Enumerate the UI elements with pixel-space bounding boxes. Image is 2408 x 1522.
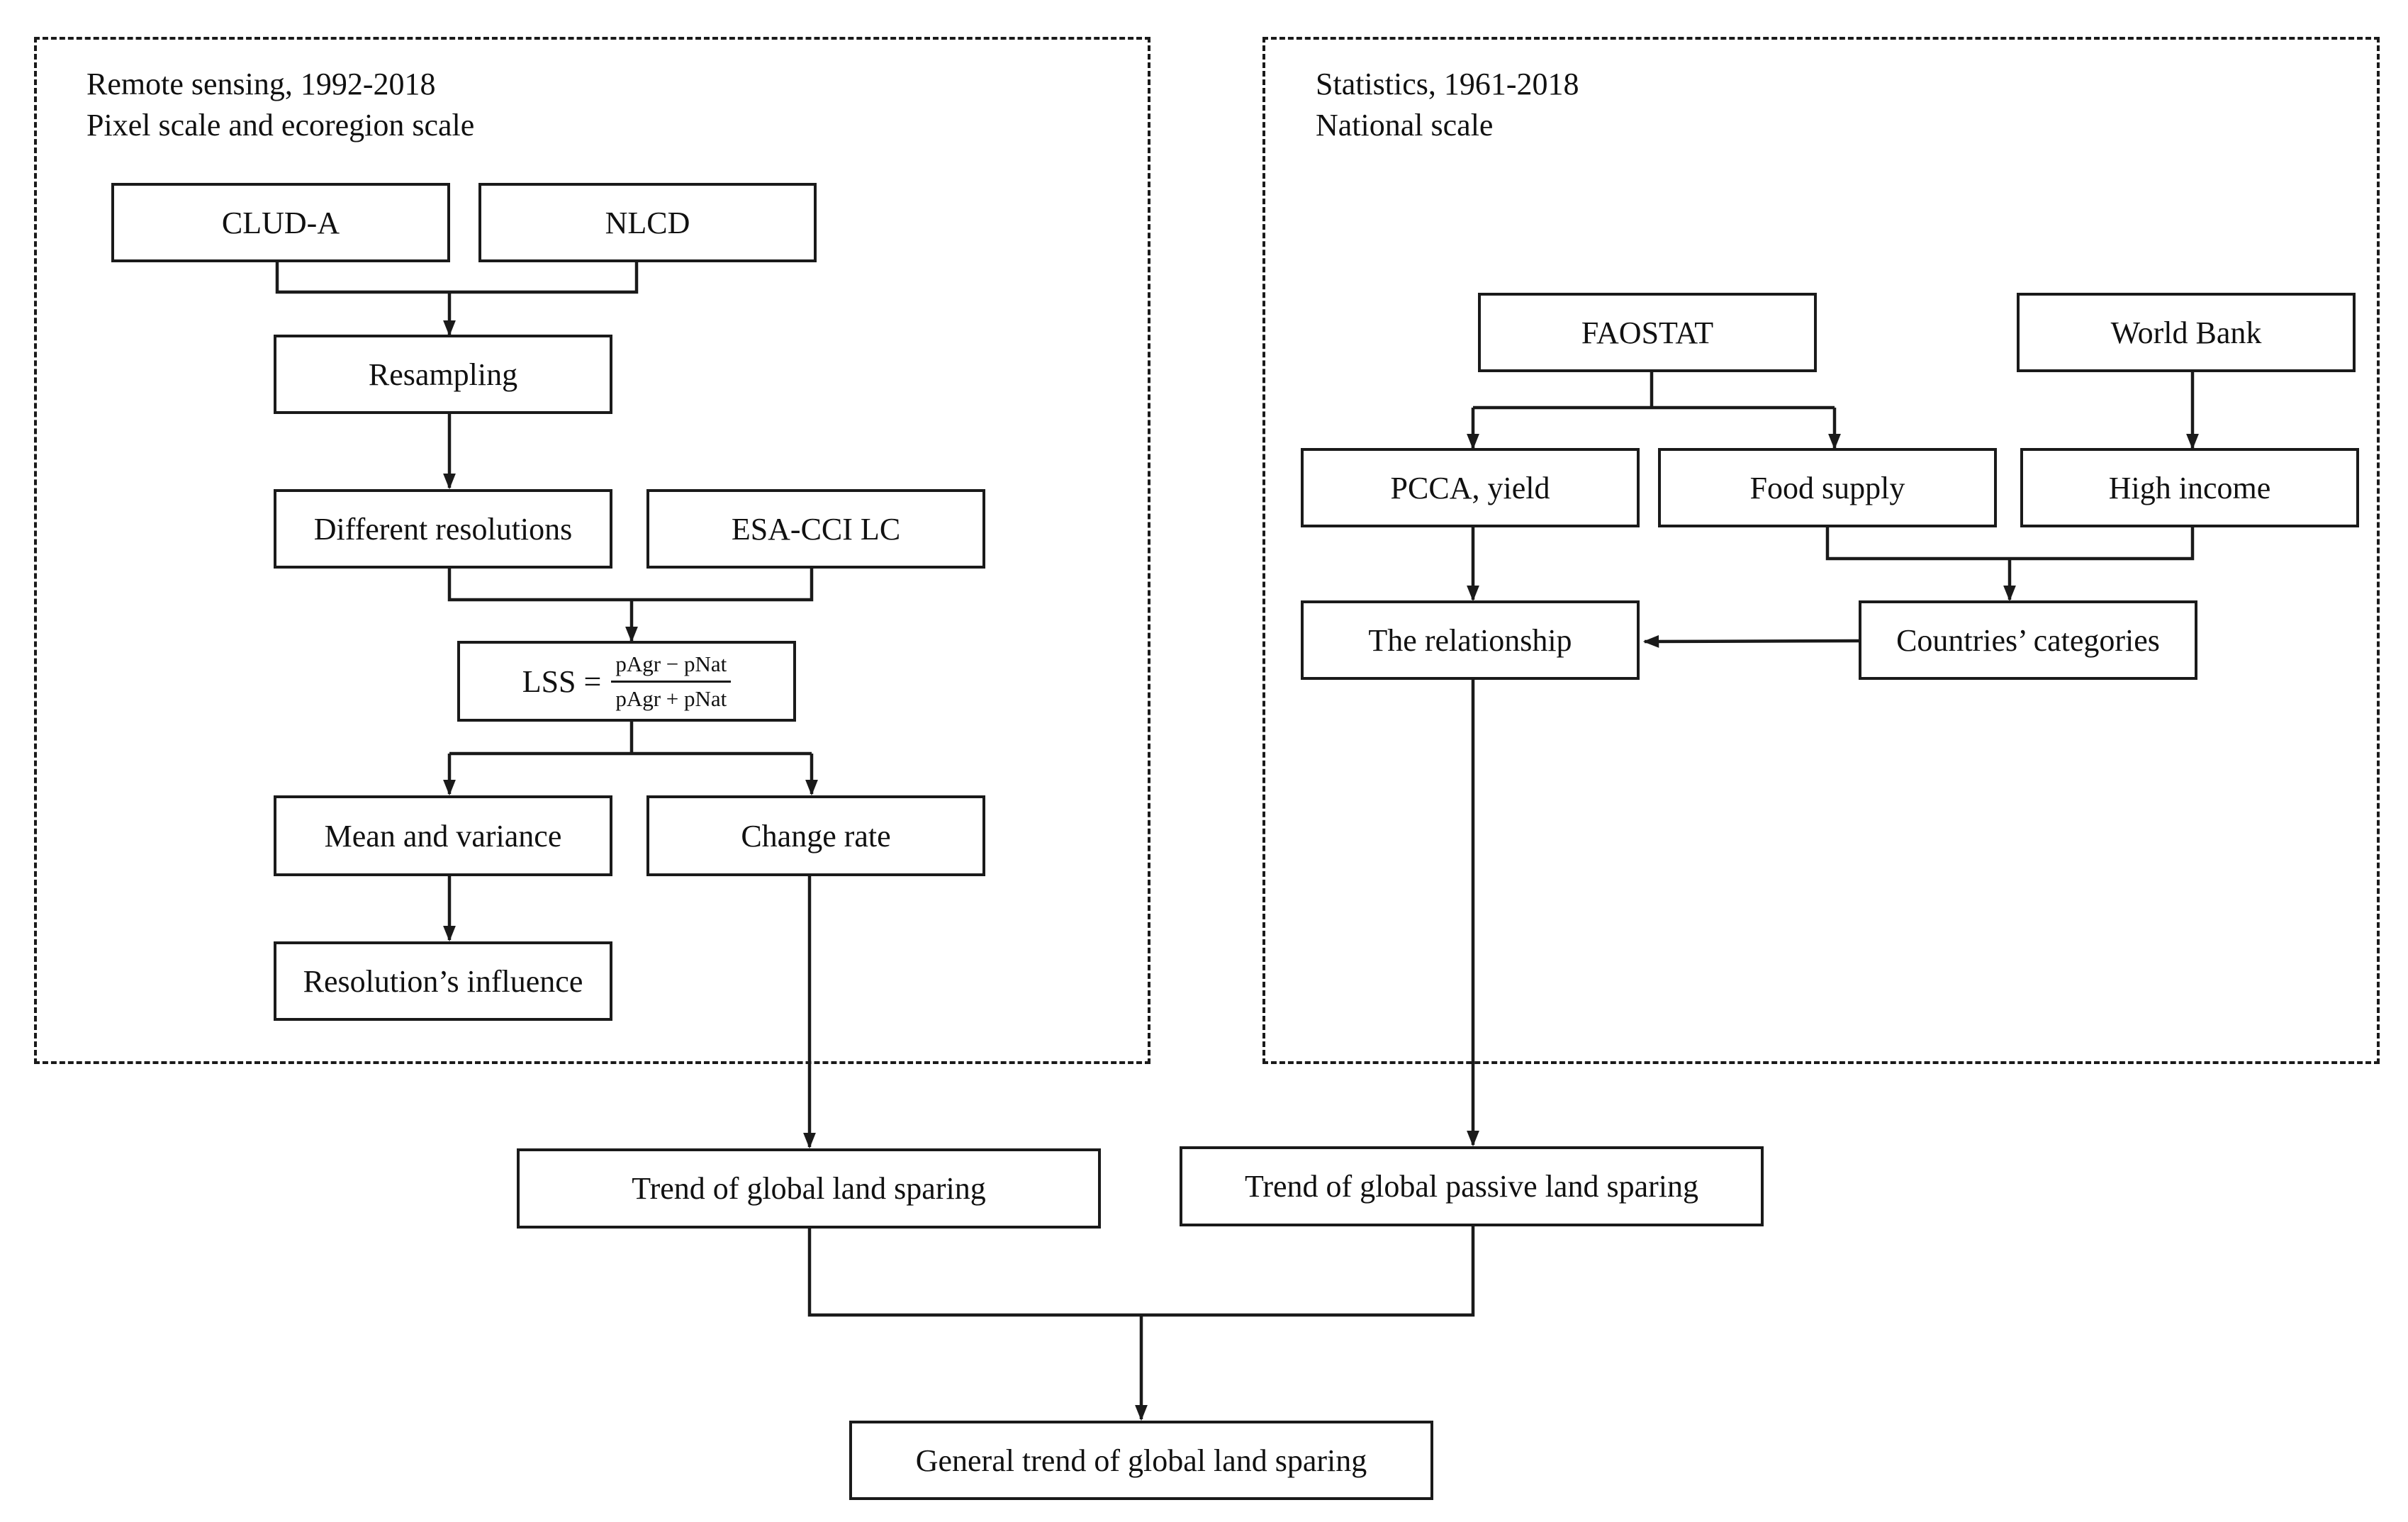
node-different-resolutions: Different resolutions bbox=[274, 489, 612, 569]
lss-numerator: pAgr − pNat bbox=[611, 651, 732, 683]
remote-sensing-caption: Remote sensing, 1992-2018 Pixel scale an… bbox=[86, 64, 474, 146]
node-trend-passive-sparing: Trend of global passive land sparing bbox=[1180, 1146, 1764, 1226]
node-food-supply: Food supply bbox=[1658, 448, 1997, 527]
node-resolution-influence: Resolution’s influence bbox=[274, 941, 612, 1021]
connector-trends-merge bbox=[807, 1226, 1475, 1317]
node-change-rate: Change rate bbox=[646, 795, 985, 876]
node-world-bank: World Bank bbox=[2017, 293, 2356, 372]
arrow-categories-to-relationship bbox=[1642, 634, 1859, 648]
node-high-income: High income bbox=[2020, 448, 2359, 527]
statistics-scale: National scale bbox=[1316, 108, 1494, 142]
remote-sensing-panel bbox=[34, 37, 1150, 1064]
connector-sources-merge bbox=[275, 262, 639, 294]
node-esa-cci-lc: ESA-CCI LC bbox=[646, 489, 985, 569]
remote-sensing-scale: Pixel scale and ecoregion scale bbox=[86, 108, 475, 142]
node-relationship: The relationship bbox=[1301, 600, 1640, 680]
lss-fraction: pAgr − pNat pAgr + pNat bbox=[611, 651, 732, 712]
node-lss-formula: LSS = pAgr − pNat pAgr + pNat bbox=[457, 641, 796, 722]
statistics-caption: Statistics, 1961-2018 National scale bbox=[1316, 64, 1579, 146]
node-clud-a: CLUD-A bbox=[111, 183, 450, 262]
lss-formula: LSS = pAgr − pNat pAgr + pNat bbox=[522, 651, 732, 712]
node-general-trend: General trend of global land sparing bbox=[849, 1421, 1433, 1500]
node-faostat: FAOSTAT bbox=[1478, 293, 1817, 372]
remote-sensing-period: Remote sensing, 1992-2018 bbox=[86, 67, 436, 101]
node-trend-land-sparing: Trend of global land sparing bbox=[517, 1148, 1101, 1229]
node-resampling: Resampling bbox=[274, 335, 612, 414]
statistics-panel bbox=[1262, 37, 2380, 1064]
node-nlcd: NLCD bbox=[478, 183, 817, 262]
lss-formula-lhs: LSS = bbox=[522, 664, 602, 699]
node-pcca-yield: PCCA, yield bbox=[1301, 448, 1640, 527]
statistics-period: Statistics, 1961-2018 bbox=[1316, 67, 1579, 101]
node-countries-categories: Countries’ categories bbox=[1859, 600, 2197, 680]
node-mean-variance: Mean and variance bbox=[274, 795, 612, 876]
lss-denominator: pAgr + pNat bbox=[615, 686, 727, 711]
